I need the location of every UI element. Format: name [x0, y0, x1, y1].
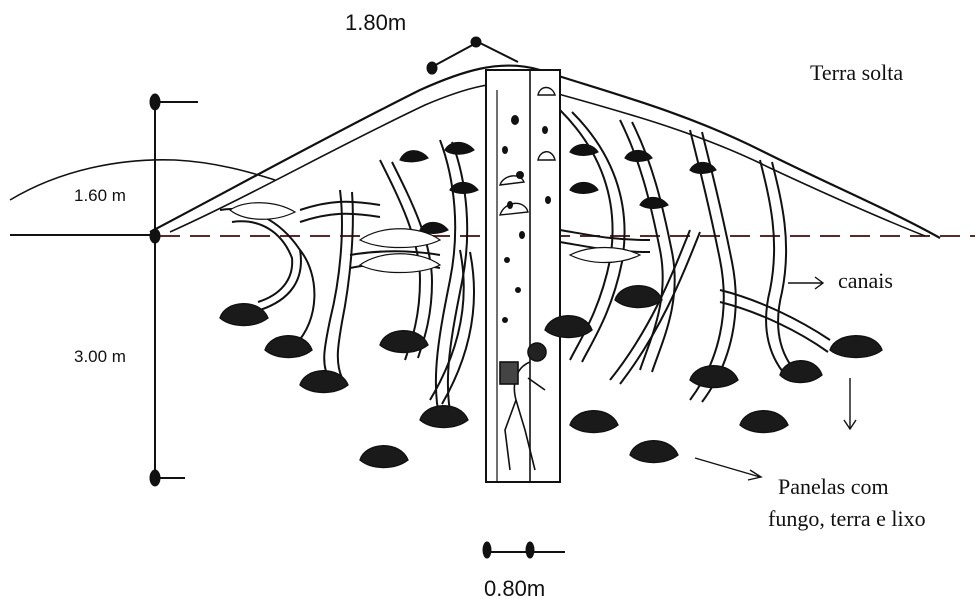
top-width-label: 1.80m [345, 10, 406, 36]
top-width-dimension [427, 37, 518, 74]
chambers-label-line1: Panelas com [778, 474, 889, 500]
bottom-width-dimension [483, 542, 565, 558]
arrow-right-icon [788, 277, 823, 289]
depth-label: 3.00 m [74, 347, 126, 367]
left-soil-mound [10, 160, 275, 200]
loose-soil-label: Terra solta [810, 60, 903, 86]
arrow-right-icon [695, 458, 761, 480]
shaft-width-label: 0.80m [484, 576, 545, 602]
height-dimension-line [150, 94, 198, 486]
mound-height-label: 1.60 m [74, 186, 126, 206]
arrow-down-icon [844, 378, 856, 429]
left-tunnel-network [220, 140, 474, 420]
chambers-label-line2: fungo, terra e lixo [768, 506, 926, 532]
channels-label: canais [838, 268, 893, 294]
